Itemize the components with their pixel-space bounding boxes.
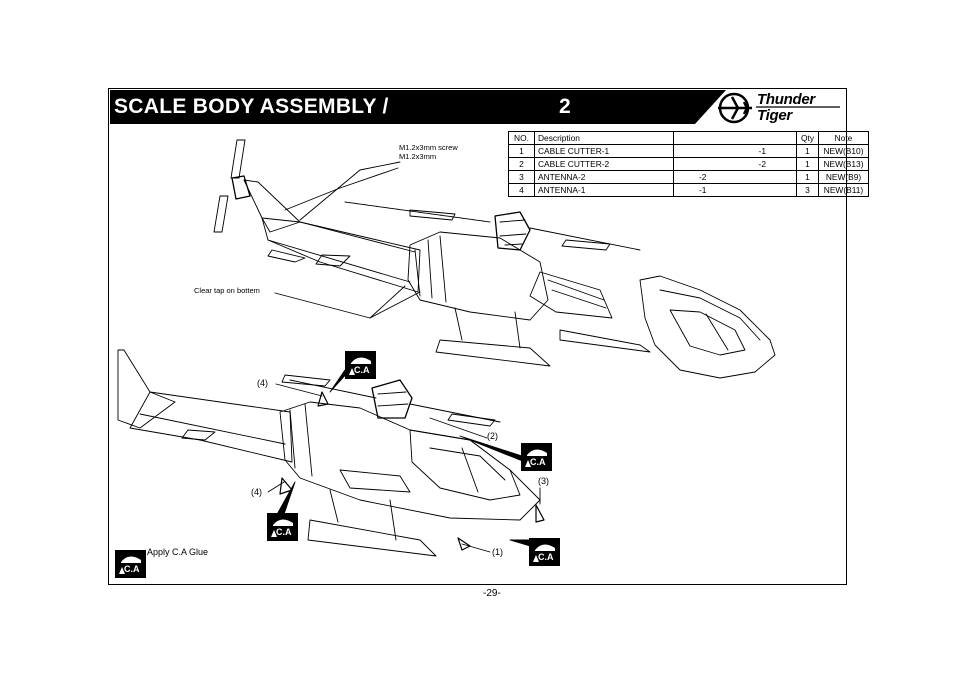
cell-note: NEW(B11) bbox=[818, 183, 869, 197]
ca-glue-icon: C.A bbox=[267, 513, 298, 541]
lower-helicopter bbox=[117, 349, 545, 557]
screw-callout-1: M1.2x3mm screw bbox=[399, 143, 458, 152]
part-label-3: (3) bbox=[538, 476, 549, 486]
ca-glue-icon: C.A bbox=[521, 443, 552, 471]
title-bar: SCALE BODY ASSEMBLY / 2 bbox=[110, 90, 726, 124]
title-bar-shape bbox=[110, 90, 726, 124]
table-row: 3 ANTENNA-2 -2 1 NEW(B9) bbox=[508, 170, 869, 184]
brand-logo: Thunder Tiger bbox=[714, 91, 844, 125]
table-row: 2 CABLE CUTTER-2 -2 1 NEW(B13) bbox=[508, 157, 869, 171]
ca-glue-icon: C.A bbox=[529, 538, 560, 566]
page-number: -29- bbox=[483, 588, 501, 599]
cell-note: NEW(B9) bbox=[818, 170, 869, 184]
page-frame bbox=[108, 88, 847, 585]
logo-underline bbox=[756, 106, 840, 108]
table-row: 4 ANTENNA-1 -1 3 NEW(B11) bbox=[508, 183, 869, 197]
step-number: 2 bbox=[559, 95, 571, 118]
upper-helicopter bbox=[213, 139, 776, 379]
table-header-row: NO. Description Qty Note bbox=[508, 131, 869, 145]
table-row: 1 CABLE CUTTER-1 -1 1 NEW(B10) bbox=[508, 144, 869, 158]
screw-callout-2: M1.2x3mm bbox=[399, 152, 437, 161]
brand-line-2: Tiger bbox=[757, 107, 792, 124]
ca-glue-icon: C.A bbox=[345, 351, 376, 379]
page-title: SCALE BODY ASSEMBLY / bbox=[114, 95, 389, 118]
cell-note: NEW(B10) bbox=[818, 144, 869, 158]
part-label-4-side: (4) bbox=[251, 487, 262, 497]
airplane-logo-icon bbox=[718, 92, 752, 124]
apply-glue-legend: Apply C.A Glue bbox=[147, 547, 209, 557]
cell-no: 4 bbox=[508, 183, 535, 197]
cell-note: NEW(B13) bbox=[818, 157, 869, 171]
part-label-1: (1) bbox=[492, 547, 503, 557]
part-label-4-top: (4) bbox=[257, 378, 268, 388]
parts-table: NO. Description Qty Note 1 CABLE CUTTER-… bbox=[508, 131, 869, 197]
part-label-2: (2) bbox=[487, 431, 498, 441]
ca-glue-legend-icon: C.A bbox=[115, 550, 146, 578]
brand-line-1: Thunder bbox=[757, 91, 815, 108]
clear-tap-callout: Clear tap on bottem bbox=[194, 286, 260, 295]
